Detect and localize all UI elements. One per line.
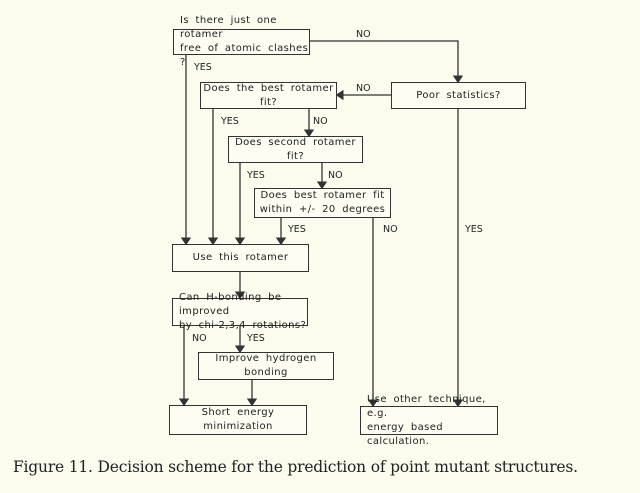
figure-caption: Figure 11. Decision scheme for the predi… bbox=[13, 458, 578, 476]
box-use-this: Use this rotamer bbox=[172, 244, 309, 272]
box-text: Can H-bonding be improved bbox=[179, 292, 282, 317]
box-text: energy based calculation. bbox=[367, 421, 444, 447]
box-text: Short energy minimization bbox=[201, 407, 275, 432]
label-no: NO bbox=[328, 170, 343, 181]
box-text: Does second rotamer fit? bbox=[235, 136, 356, 162]
box-poor-statistics: Poor statistics? bbox=[391, 82, 526, 109]
box-text: Does best rotamer fit bbox=[260, 190, 385, 201]
box-best-fit: Does the best rotamer fit? bbox=[200, 82, 337, 109]
label-yes: YES bbox=[194, 62, 212, 73]
box-one-rotamer: Is there just one rotamer free of atomic… bbox=[173, 15, 310, 68]
box-text: Poor statistics? bbox=[416, 89, 501, 101]
box-improve-h: Improve hydrogen bonding bbox=[198, 352, 334, 380]
box-other: Use other technique, e.g. energy based c… bbox=[360, 394, 498, 447]
box-h-bonding: Can H-bonding be improved by chi-2,3,4 r… bbox=[172, 292, 308, 331]
arrow-no-to-poor-stats bbox=[309, 40, 464, 84]
box-second-fit: Does second rotamer fit? bbox=[228, 136, 363, 163]
label-yes: YES bbox=[247, 170, 265, 181]
box-text: within +/- 20 degrees bbox=[259, 204, 386, 215]
label-yes: YES bbox=[288, 224, 306, 235]
label-no: NO bbox=[383, 224, 398, 235]
box-text: free of atomic clashes ? bbox=[180, 43, 309, 68]
label-yes: YES bbox=[247, 333, 265, 344]
box-within-20: Does best rotamer fit within +/- 20 degr… bbox=[254, 188, 391, 218]
box-text: Use this rotamer bbox=[192, 252, 289, 263]
box-text: by chi-2,3,4 rotations? bbox=[179, 320, 307, 331]
label-no: NO bbox=[356, 83, 371, 94]
box-text: Is there just one rotamer bbox=[180, 15, 277, 40]
box-short-min: Short energy minimization bbox=[169, 405, 307, 435]
box-text: Does the best rotamer fit? bbox=[203, 82, 334, 108]
box-text: Use other technique, e.g. bbox=[367, 393, 486, 419]
label-no: NO bbox=[356, 29, 371, 40]
label-no: NO bbox=[192, 333, 207, 344]
label-yes: YES bbox=[465, 224, 483, 235]
label-yes: YES bbox=[221, 116, 239, 127]
box-text: Improve hydrogen bonding bbox=[215, 353, 317, 378]
label-no: NO bbox=[313, 116, 328, 127]
